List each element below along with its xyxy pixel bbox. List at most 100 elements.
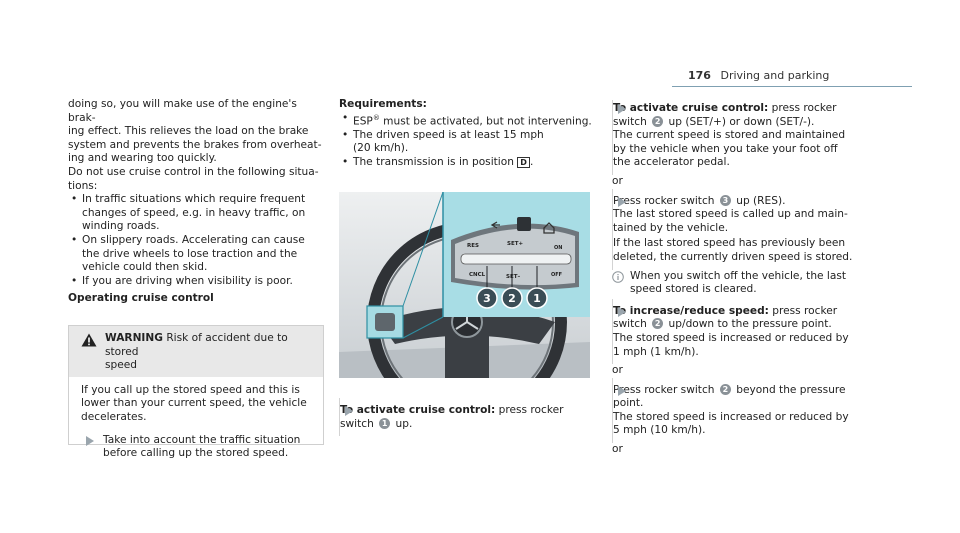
- gear-badge: D: [517, 156, 530, 168]
- activate-step: To activate cruise control: press rocker…: [339, 398, 601, 437]
- step-text: Press rocker switch: [613, 383, 718, 396]
- requirement-item: ESP® must be activated, but not interven…: [339, 112, 601, 129]
- increase-step: To increase/reduce speed: press rocker s…: [612, 298, 882, 365]
- bullet-line: the drive wheels to lose traction and th…: [82, 247, 298, 260]
- step-arrow-icon: [618, 306, 626, 317]
- step-text: up/down to the pressure point.: [665, 318, 832, 331]
- intro-line: doing so, you will make use of the engin…: [68, 98, 297, 124]
- esp-sup: ®: [372, 113, 380, 122]
- trans-suffix: .: [529, 155, 534, 168]
- callout-3-label: 3: [483, 292, 491, 305]
- right-column: To activate cruise control: press rocker…: [612, 100, 882, 457]
- step-line: 5 mph (10 km/h).: [613, 424, 706, 437]
- bullet-line: vehicle could then skid.: [82, 261, 208, 274]
- bullet-item: On slippery roads. Accelerating can caus…: [68, 234, 326, 275]
- figure-on-label: ON: [554, 245, 562, 251]
- warning-title-2: speed: [105, 359, 138, 372]
- beyond-step: Press rocker switch 2 beyond the pressur…: [612, 377, 882, 444]
- step-text: press rocker: [768, 304, 838, 317]
- step-text: press rocker: [495, 404, 564, 416]
- step-text: Press rocker switch: [613, 194, 718, 207]
- warning-body-line: lower than your current speed, the vehic…: [81, 397, 307, 410]
- middle-column: Requirements: ESP® must be activated, bu…: [339, 98, 601, 170]
- step-line: The stored speed is increased or reduced…: [613, 410, 849, 423]
- step-line: The stored speed is increased or reduced…: [613, 331, 849, 344]
- bullet-item: In traffic situations which require freq…: [68, 193, 326, 234]
- warning-step-line: before calling up the stored speed.: [103, 447, 289, 460]
- header-rule: [672, 86, 912, 87]
- step-text: beyond the pressure: [732, 383, 846, 396]
- subheading: Operating cruise control: [68, 292, 214, 305]
- step-arrow-icon: [86, 435, 94, 446]
- callout-2-label: 2: [508, 292, 516, 305]
- esp-rest: must be activated, but not intervening.: [379, 115, 592, 128]
- or-text: or: [612, 364, 623, 377]
- step-text: switch: [613, 115, 651, 128]
- step-line: the accelerator pedal.: [613, 156, 730, 169]
- step-line: by the vehicle when you take your foot o…: [613, 142, 838, 155]
- figure-cncl-label: CNCL: [469, 272, 486, 278]
- warning-header: WARNING Risk of accident due to stored s…: [69, 326, 323, 377]
- requirement-line: The driven speed is at least 15 mph: [353, 128, 544, 141]
- warning-step: Take into account the traffic situation …: [81, 434, 315, 461]
- callout-1-label: 1: [533, 292, 541, 305]
- or-text: or: [612, 174, 623, 187]
- warning-step-line: Take into account the traffic situation: [103, 433, 301, 446]
- requirement-item: The driven speed is at least 15 mph (20 …: [339, 129, 601, 156]
- warning-triangle-icon: [81, 333, 97, 347]
- section-title: Driving and parking: [720, 69, 830, 82]
- note-line: speed stored is cleared.: [630, 283, 757, 296]
- callout-2: [501, 287, 523, 309]
- donot-line: Do not use cruise control in the followi…: [68, 165, 319, 178]
- bullet-item: If you are driving when visibility is po…: [68, 275, 326, 289]
- step-text: press rocker: [768, 102, 837, 114]
- intro-line: system and prevents the brakes from over…: [68, 138, 322, 151]
- step-bold: To increase/reduce speed:: [613, 304, 769, 317]
- page-header: 176 Driving and parking: [688, 69, 829, 82]
- left-column: doing so, you will make use of the engin…: [68, 98, 326, 306]
- bullet-line: In traffic situations which require freq…: [82, 193, 306, 206]
- callout-3: [476, 287, 498, 309]
- step-line: point.: [613, 397, 644, 410]
- intro-line: ing effect. This relieves the load on th…: [68, 125, 309, 138]
- requirements-heading: Requirements:: [339, 98, 427, 110]
- figure-set-plus-label: SET+: [507, 241, 523, 247]
- middle-step: To activate cruise control: press rocker…: [339, 398, 601, 437]
- esp-text: ESP: [353, 115, 373, 128]
- step-line: deleted, the currently driven speed is s…: [613, 250, 853, 263]
- step-line: 1 mph (1 km/h).: [613, 345, 699, 358]
- activate-step: To activate cruise control: press rocker…: [612, 100, 882, 175]
- figure-off-label: OFF: [551, 272, 562, 278]
- res-step: Press rocker switch 3 up (RES). The last…: [612, 188, 882, 270]
- figure-set-minus-label: SET–: [506, 274, 520, 280]
- note-line: When you switch off the vehicle, the las…: [630, 269, 847, 282]
- trans-prefix: The transmission is in position: [353, 155, 518, 168]
- warning-body-line: If you call up the stored speed and this…: [81, 383, 300, 396]
- figure-res-label: RES: [467, 243, 479, 249]
- step-text: up (RES).: [732, 194, 786, 207]
- callout-1: [526, 287, 548, 309]
- page-number: 176: [688, 69, 711, 82]
- bullet-line: On slippery roads. Accelerating can caus…: [82, 233, 305, 246]
- bullet-line: winding roads.: [82, 220, 160, 233]
- step-text: up (SET/+) or down (SET/-).: [665, 115, 815, 128]
- number-badge: 2: [719, 383, 731, 395]
- step-arrow-icon: [618, 385, 626, 396]
- steering-wheel-illustration: RES SET+ ON CNCL SET– OFF 3 2 1: [339, 192, 590, 378]
- step-text: up.: [392, 417, 413, 430]
- step-bold: To activate cruise control:: [340, 404, 496, 416]
- warning-title: Risk of accident due to stored: [105, 332, 288, 358]
- warning-label: WARNING: [105, 332, 163, 344]
- number-badge: 2: [652, 318, 664, 330]
- donot-line: tions:: [68, 179, 98, 192]
- info-icon: [612, 270, 624, 283]
- step-text: switch: [340, 417, 378, 430]
- step-line: If the last stored speed has previously …: [613, 237, 846, 250]
- warning-box: WARNING Risk of accident due to stored s…: [68, 325, 324, 459]
- requirement-line: (20 km/h).: [353, 142, 409, 155]
- number-badge: 2: [652, 115, 664, 127]
- intro-line: ing and wearing too quickly.: [68, 152, 217, 165]
- step-text: switch: [613, 318, 651, 331]
- requirement-item: The transmission is in position D.: [339, 156, 601, 170]
- step-bold: To activate cruise control:: [613, 102, 769, 114]
